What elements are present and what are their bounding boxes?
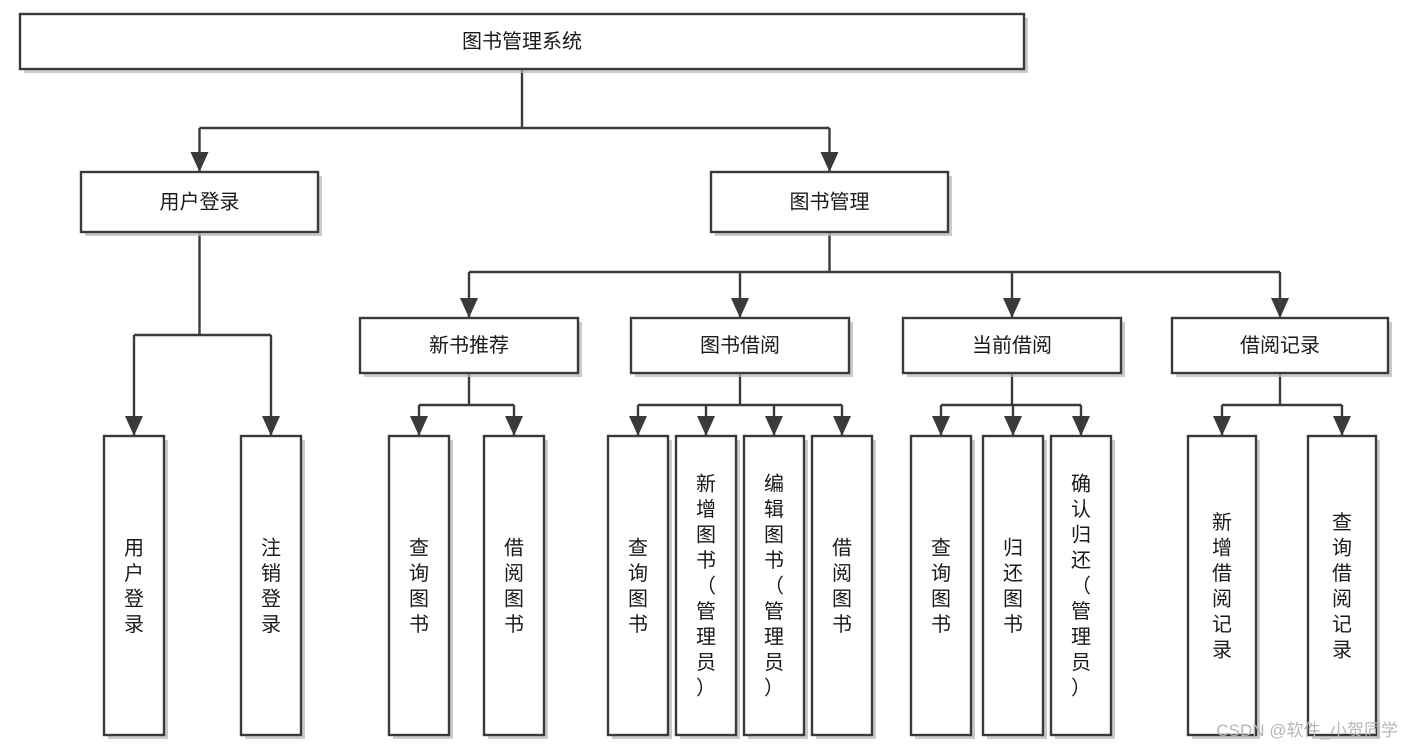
node-rect[interactable] [606, 434, 670, 737]
node-lf-user-1[interactable]: 用户登录 [102, 434, 168, 739]
node-lf-rec-1[interactable]: 新增借阅记录 [1186, 434, 1260, 739]
node-lf-new-1[interactable]: 查询图书 [387, 434, 453, 739]
node-label: 图书管理 [790, 190, 870, 213]
node-rect[interactable] [709, 170, 950, 234]
node-label: 借阅图书 [832, 536, 852, 636]
node-label: 借阅图书 [504, 536, 524, 636]
node-l2-book[interactable]: 图书管理 [709, 170, 952, 236]
arrow-head-icon [629, 416, 647, 436]
node-rect[interactable] [387, 434, 451, 737]
arrow-head-icon [697, 416, 715, 436]
node-l2-user[interactable]: 用户登录 [79, 170, 322, 236]
node-rect[interactable] [18, 12, 1026, 71]
node-lf-cur-3[interactable]: 确认归还（管理员） [1049, 434, 1115, 739]
arrow-head-icon [460, 298, 478, 318]
node-rect[interactable] [358, 316, 580, 375]
arrow-head-icon [833, 416, 851, 436]
node-lf-bor-4[interactable]: 借阅图书 [810, 434, 876, 739]
node-rect[interactable] [482, 434, 546, 737]
node-l3-borrow[interactable]: 图书借阅 [629, 316, 853, 377]
node-rect[interactable] [674, 434, 738, 737]
arrow-head-icon [765, 416, 783, 436]
node-rect[interactable] [1306, 434, 1378, 737]
node-rect[interactable] [239, 434, 303, 737]
node-rect[interactable] [901, 316, 1123, 375]
csdn-watermark: CSDN @软件_小贺同学 [1216, 721, 1398, 740]
node-label: 确认归还（管理员） [1071, 473, 1091, 700]
node-label: 借阅记录 [1240, 334, 1320, 357]
node-label: 注销登录 [261, 536, 281, 636]
node-label: 归还图书 [1003, 536, 1023, 636]
node-lf-cur-2[interactable]: 归还图书 [981, 434, 1047, 739]
arrow-head-icon [410, 416, 428, 436]
arrow-head-icon [262, 416, 280, 436]
node-lf-bor-1[interactable]: 查询图书 [606, 434, 672, 739]
node-rect[interactable] [629, 316, 851, 375]
node-root[interactable]: 图书管理系统 [18, 12, 1028, 73]
node-boxes: 图书管理系统用户登录图书管理新书推荐图书借阅当前借阅借阅记录用户登录注销登录查询… [18, 12, 1392, 739]
node-rect[interactable] [79, 170, 320, 234]
node-lf-new-2[interactable]: 借阅图书 [482, 434, 548, 739]
arrow-head-icon [932, 416, 950, 436]
node-label: 查询图书 [931, 536, 951, 636]
node-rect[interactable] [1186, 434, 1258, 737]
arrow-head-icon [125, 416, 143, 436]
arrow-head-icon [1072, 416, 1090, 436]
arrow-head-icon [820, 152, 839, 172]
node-label: 用户登录 [160, 190, 240, 213]
node-rect[interactable] [742, 434, 806, 737]
node-label: 用户登录 [124, 537, 144, 636]
node-rect[interactable] [909, 434, 973, 737]
node-label: 当前借阅 [972, 334, 1052, 357]
node-label: 新增借阅记录 [1212, 511, 1232, 662]
node-label: 查询图书 [409, 536, 429, 636]
arrow-head-icon [1213, 416, 1231, 436]
node-rect[interactable] [102, 434, 166, 737]
node-label: 编辑图书（管理员） [764, 473, 784, 700]
arrow-head-icon [505, 416, 523, 436]
node-rect[interactable] [810, 434, 874, 737]
arrow-head-icon [190, 152, 209, 172]
node-label: 新增图书（管理员） [696, 473, 716, 700]
arrow-head-icon [1004, 416, 1022, 436]
node-label: 新书推荐 [429, 334, 509, 357]
node-rect[interactable] [1170, 316, 1390, 375]
arrow-head-icon [1003, 298, 1021, 318]
node-l3-record[interactable]: 借阅记录 [1170, 316, 1392, 377]
arrow-head-icon [1271, 298, 1289, 318]
node-lf-rec-2[interactable]: 查询借阅记录 [1306, 434, 1380, 739]
node-l3-current[interactable]: 当前借阅 [901, 316, 1125, 377]
node-label: 查询借阅记录 [1332, 511, 1352, 662]
node-rect[interactable] [981, 434, 1045, 737]
node-lf-bor-2[interactable]: 新增图书（管理员） [674, 434, 740, 739]
node-lf-cur-1[interactable]: 查询图书 [909, 434, 975, 739]
connector-lines [125, 69, 1351, 436]
node-label: 查询图书 [628, 536, 648, 636]
arrow-head-icon [731, 298, 749, 318]
node-lf-user-2[interactable]: 注销登录 [239, 434, 305, 739]
node-lf-bor-3[interactable]: 编辑图书（管理员） [742, 434, 808, 739]
arrow-head-icon [1333, 416, 1351, 436]
node-l3-new[interactable]: 新书推荐 [358, 316, 582, 377]
node-rect[interactable] [1049, 434, 1113, 737]
node-label: 图书借阅 [700, 334, 780, 357]
node-label: 图书管理系统 [462, 30, 582, 53]
